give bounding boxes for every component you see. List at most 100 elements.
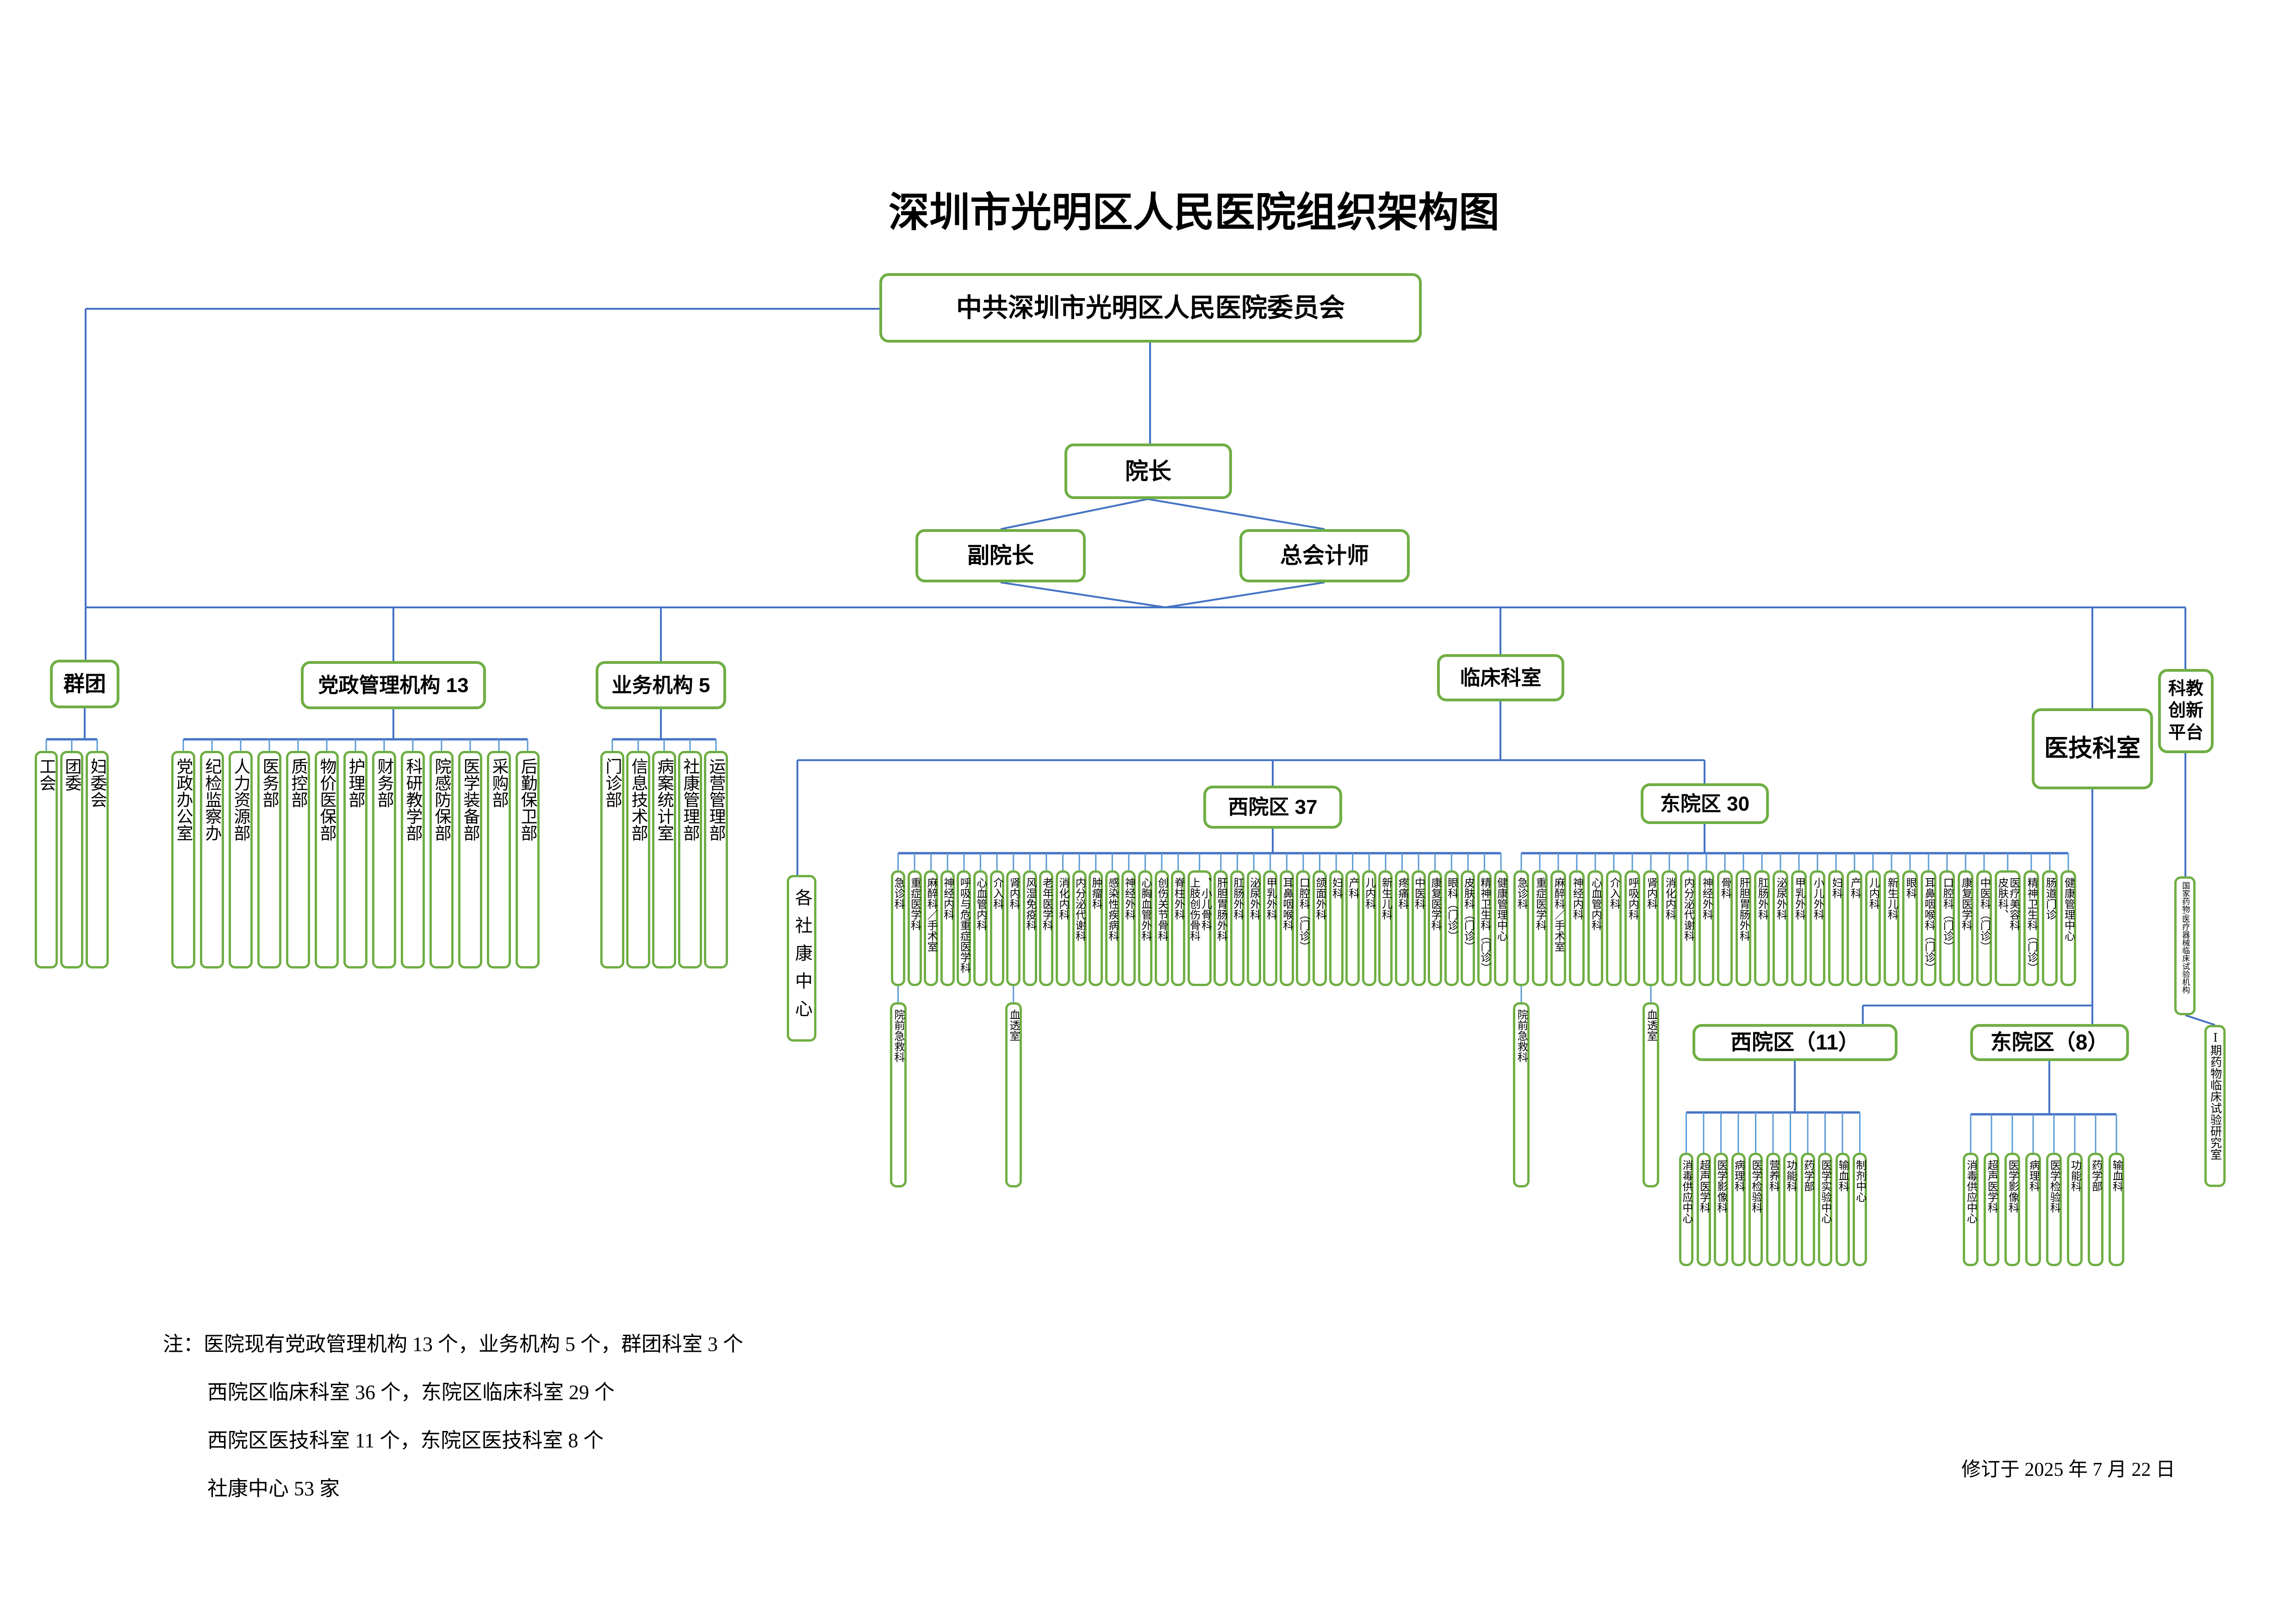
clinical-west-dept: 重症医学科 (907, 870, 922, 986)
medtech-east-dept: 医学检验科 (2046, 1153, 2062, 1266)
mass-org-dept: 团委 (60, 751, 83, 968)
footnotes: 注：医院现有党政管理机构 13 个，业务机构 5 个，群团科室 3 个 西院区临… (163, 1320, 743, 1513)
connector (1000, 498, 1148, 530)
medtech-east-dept: 输血科 (2109, 1153, 2124, 1266)
medtech-west-dept: 药学部 (1800, 1153, 1815, 1266)
admin-dept: 后勤保卫部 (516, 751, 540, 968)
connector (2185, 1014, 2215, 1026)
pre-hospital-emergency-box: 院前急救科 (890, 1002, 907, 1187)
phase1-trial-ward-box: Ⅰ期药物临床试验研究室 (2204, 1025, 2226, 1187)
clinical-east-dept: 新生儿科 (1884, 870, 1899, 986)
medtech-west-dept: 医学检验科 (1748, 1153, 1763, 1266)
clinical-east-dept: 神经内科 (1569, 870, 1585, 986)
medtech-west-dept: 病理科 (1731, 1153, 1746, 1266)
clinical-west-dept: 创伤关节骨科 (1154, 870, 1169, 986)
clinical-west-dept: 甲乳外科 (1263, 870, 1278, 986)
clinical-west-dept: 消化内科 (1056, 870, 1070, 986)
medtech-west-dept: 营养科 (1766, 1153, 1780, 1266)
medtech-west-dept: 医学影像科 (1714, 1153, 1728, 1266)
medtech-east-dept: 医学影像科 (2004, 1153, 2020, 1266)
medtech-east-header: 东院区（8） (1970, 1024, 2129, 1061)
clinical-east-dept: 甲乳外科 (1791, 870, 1807, 986)
clinical-west-dept: 肿瘤科 (1089, 870, 1103, 986)
clinical-east-dept: 泌尿外科 (1773, 870, 1788, 986)
medtech-east-dept: 超声医学科 (1984, 1153, 1999, 1266)
clinical-west-dept: 皮肤科（门诊） (1461, 870, 1475, 986)
clinical-west-dept: 口腔科（门诊） (1296, 870, 1311, 986)
clinical-west-dept: 妇科 (1329, 870, 1344, 986)
clinical-east-dept: 健康管理中心 (2060, 870, 2076, 986)
admin-dept: 人力资源部 (229, 751, 253, 968)
clinical-east-dept: 口腔科（门诊） (1939, 870, 1955, 986)
clinical-east-dept: 介入科 (1606, 870, 1622, 986)
clinical-east-dept: 肝胆胃肠外科 (1736, 870, 1751, 986)
medtech-east-dept: 药学部 (2088, 1153, 2103, 1266)
admin-dept: 采购部 (487, 751, 511, 968)
clinical-west-dept: 神经内科 (940, 870, 955, 986)
clinical-west-dept: 神经外科 (1121, 870, 1136, 986)
clinical-east-dept: 妇科 (1828, 870, 1844, 986)
admin-dept: 质控部 (286, 751, 310, 968)
clinical-west-dept: 老年医学科 (1039, 870, 1054, 986)
president-box: 院长 (1064, 443, 1232, 499)
clinical-west-dept: 新生儿科 (1378, 870, 1393, 986)
mass-org-dept: 工会 (35, 751, 58, 968)
clinical-east-dept: 皮肤科、 医疗美容科 (1995, 870, 2021, 986)
business-header: 业务机构 5 (596, 661, 726, 709)
clinical-west-dept: 中医科 (1411, 870, 1426, 986)
medtech-west-dept: 制剂中心 (1853, 1153, 1867, 1266)
admin-dept: 党政办公室 (171, 751, 195, 968)
admin-dept: 医务部 (257, 751, 281, 968)
clinical-west-dept: 风湿免疫科 (1022, 870, 1037, 986)
medtech-west-dept: 输血科 (1835, 1153, 1850, 1266)
clinical-east-dept: 肠道门诊 (2042, 870, 2058, 986)
party-committee-box: 中共深圳市光明区人民医院委员会 (879, 273, 1422, 343)
clinical-west-dept: 脊柱外科 (1171, 870, 1186, 986)
clinical-east-dept: 神经外科 (1699, 870, 1714, 986)
clinical-east-dept: 产科 (1847, 870, 1862, 986)
chart-title: 深圳市光明区人民医院组织架构图 (888, 189, 1500, 235)
business-dept: 运营管理部 (704, 751, 728, 968)
mass-org-dept: 妇委会 (86, 751, 109, 968)
note-line: 西院区医技科室 11 个，东院区医技科室 8 个 (207, 1429, 604, 1452)
clinical-west-dept: 上肢创伤骨科 、小儿骨科 (1187, 870, 1212, 986)
admin-header: 党政管理机构 13 (301, 661, 486, 709)
admin-dept: 医学装备部 (458, 751, 482, 968)
clinical-west-dept: 颌面外科 (1313, 870, 1327, 986)
medtech-west-dept: 医学实验中心 (1818, 1153, 1832, 1266)
clinical-east-dept: 肛肠外科 (1754, 870, 1770, 986)
vice-president-box: 副院长 (915, 529, 1086, 582)
chief-accountant-box: 总会计师 (1239, 529, 1410, 582)
medtech-east-dept: 功能科 (2067, 1153, 2083, 1266)
clinical-west-dept: 产科 (1345, 870, 1360, 986)
research-header: 科教创新平台 (2158, 669, 2214, 753)
clinical-west-dept: 疼痛科 (1395, 870, 1409, 986)
clinical-west-dept: 呼吸与危重症医学科 (957, 870, 971, 986)
clinical-west-dept: 肝胆胃肠外科 (1213, 870, 1228, 986)
medtech-east-dept: 病理科 (2025, 1153, 2041, 1266)
pre-hospital-emergency-box: 院前急救科 (1513, 1002, 1530, 1187)
clinical-east-dept: 心血管内科 (1587, 870, 1603, 986)
note-line: 注：医院现有党政管理机构 13 个，业务机构 5 个，群团科室 3 个 (163, 1333, 743, 1355)
admin-dept: 护理部 (343, 751, 367, 968)
clinical-west-dept: 麻醉科／手术室 (924, 870, 939, 986)
clinical-east-header: 东院区 30 (1641, 783, 1769, 824)
clinical-east-dept: 急诊科 (1513, 870, 1529, 986)
clinical-west-dept: 心胸血管外科 (1138, 870, 1152, 986)
clinical-east-dept: 消化内科 (1661, 870, 1677, 986)
clinical-east-dept: 骨科 (1717, 870, 1733, 986)
admin-dept: 纪检监察办 (200, 751, 224, 968)
connector (1000, 581, 1166, 608)
medtech-west-dept: 功能科 (1783, 1153, 1798, 1266)
admin-dept: 科研教学部 (401, 751, 425, 968)
medtech-west-dept: 超声医学科 (1696, 1153, 1711, 1266)
business-dept: 病案统计室 (652, 751, 676, 968)
clinical-west-dept: 肾内科 (1006, 870, 1021, 986)
clinical-east-dept: 精神卫生科（门诊） (2023, 870, 2039, 986)
clinical-west-dept: 儿内科 (1362, 870, 1376, 986)
revision-date: 修订于 2025 年 7 月 22 日 (1961, 1459, 2176, 1480)
clinical-west-header: 西院区 37 (1203, 786, 1342, 829)
admin-dept: 院感防保部 (429, 751, 454, 968)
